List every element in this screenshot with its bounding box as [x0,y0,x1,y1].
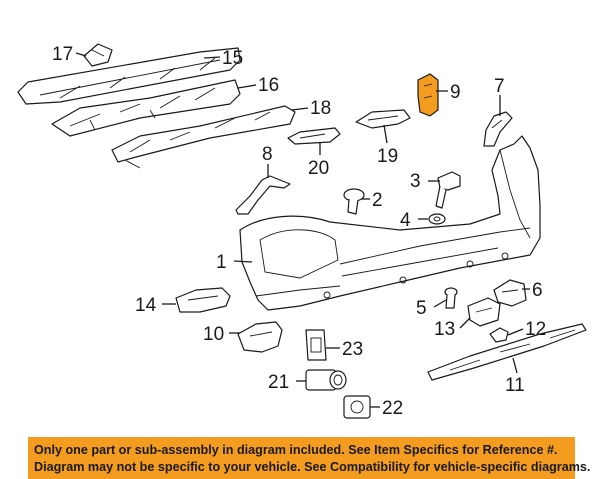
callout-15: 15 [222,48,243,69]
callout-13: 13 [434,319,455,340]
part-15-reinforcement [17,47,241,105]
callout-16: 16 [258,75,279,96]
callout-12: 12 [525,319,546,340]
callout-6: 6 [532,280,543,301]
callout-20: 20 [308,158,329,179]
leader-lines [75,52,530,408]
part-20-bracket [287,127,341,145]
callout-9: 9 [450,82,461,103]
callout-8: 8 [262,144,273,165]
callout-14: 14 [135,295,157,316]
part-8-bracket [235,175,291,215]
part-6-bracket [493,279,527,307]
part-13-bracket [467,297,501,327]
part-1-bumper-cover [239,135,541,311]
callout-labels: 17 15 16 18 20 19 9 7 8 3 2 4 1 14 5 6 1… [52,44,546,419]
part-14-reflector [175,287,231,313]
callout-19: 19 [377,146,398,167]
callout-5: 5 [416,298,427,319]
callout-2: 2 [372,190,383,211]
part-16-absorber [51,79,241,137]
part-12-clip [489,327,509,343]
callout-21: 21 [268,372,289,393]
part-5-clip [444,287,458,309]
part-3-bolt [435,171,461,209]
part-9-bracket-highlighted [417,73,439,117]
part-19-bracket [355,109,411,129]
part-21-parking-sensor [305,369,347,391]
part-17-clip [83,43,113,67]
part-23-sensor-holder [305,329,327,361]
part-10-bracket [237,321,283,353]
callout-10: 10 [203,324,224,345]
callout-3: 3 [410,171,421,192]
callout-7: 7 [494,76,505,97]
callout-17: 17 [52,44,73,65]
parts-diagram: 17 15 16 18 20 19 9 7 8 3 2 4 1 14 5 6 1… [17,43,587,419]
part-7-bracket [483,111,513,147]
callout-23: 23 [342,339,363,360]
callout-22: 22 [382,398,403,419]
callout-4: 4 [400,210,411,231]
callout-1: 1 [216,252,227,273]
part-4-washer [428,213,446,225]
part-2-screw [343,188,365,215]
part-18-absorber [111,105,296,169]
disclaimer-line-2: Diagram may not be specific to your vehi… [34,460,591,474]
callout-18: 18 [310,98,331,119]
disclaimer-banner: Only one part or sub-assembly in diagram… [28,437,591,479]
part-11-trim-strip [427,323,587,381]
callout-11: 11 [505,375,525,396]
part-22-sensor [343,395,371,419]
disclaimer-line-1: Only one part or sub-assembly in diagram… [34,443,558,457]
